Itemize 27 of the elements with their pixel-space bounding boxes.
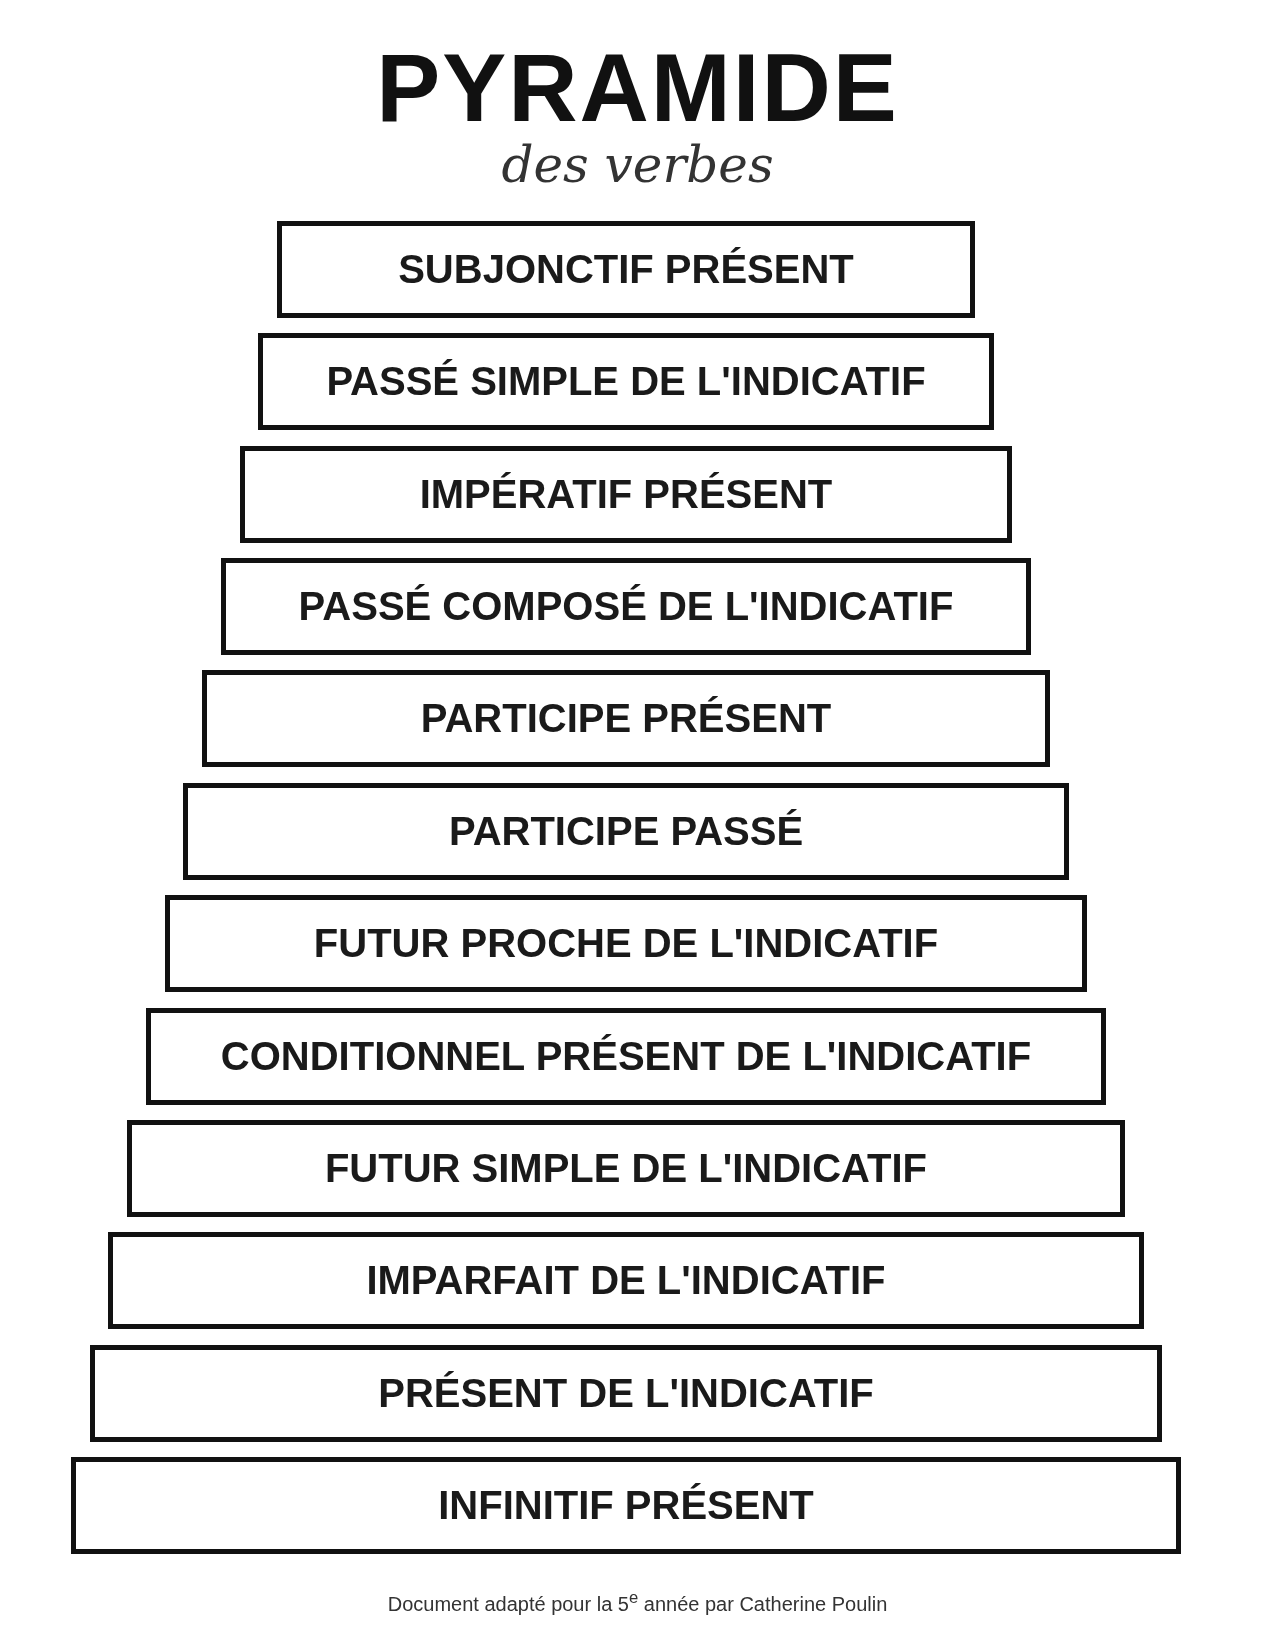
pyramid-step-box: [239, 445, 1013, 543]
step-label: IMPARFAIT DE L'INDICATIF: [366, 1258, 886, 1304]
step-label: SUBJONCTIF PRÉSENT: [398, 247, 854, 292]
pyramid-step-box: [183, 782, 1069, 880]
caption: Document adapté pour la 5$^{e}$ année par Catherine Poulin: [386, 1588, 889, 1616]
step-label: PARTICIPE PASSÉ: [448, 808, 804, 854]
pyramid-step-box: [145, 1007, 1107, 1105]
pyramid-step-box: [258, 333, 994, 431]
step-label: INFINITIF PRÉSENT: [438, 1483, 814, 1528]
step-label: CONDITIONNEL PRÉSENT DE L'INDICATIF: [220, 1033, 1032, 1079]
title: PYRAMIDE: [375, 40, 900, 136]
pyramid-step-box: [277, 221, 975, 318]
step-label: PASSÉ COMPOSÉ DE L'INDICATIF: [298, 584, 954, 630]
step-label: PARTICIPE PRÉSENT: [420, 696, 832, 742]
pyramid-step-box: [127, 1119, 1125, 1217]
pyramid-step-box: [164, 895, 1088, 993]
subtitle: des verbes: [500, 140, 775, 190]
pyramid-step-box: [71, 1457, 1181, 1554]
step-label: PRÉSENT DE L'INDICATIF: [378, 1370, 874, 1416]
step-label: FUTUR PROCHE DE L'INDICATIF: [313, 921, 939, 967]
step-label: PASSÉ SIMPLE DE L'INDICATIF: [326, 359, 926, 405]
pyramid-step-box: [220, 558, 1032, 656]
step-label: IMPÉRATIF PRÉSENT: [419, 471, 833, 517]
pyramid-step-box: [108, 1232, 1144, 1330]
pyramid-step-box: [202, 670, 1050, 768]
step-label: FUTUR SIMPLE DE L'INDICATIF: [324, 1145, 927, 1191]
pyramid-step-box: [89, 1344, 1163, 1442]
